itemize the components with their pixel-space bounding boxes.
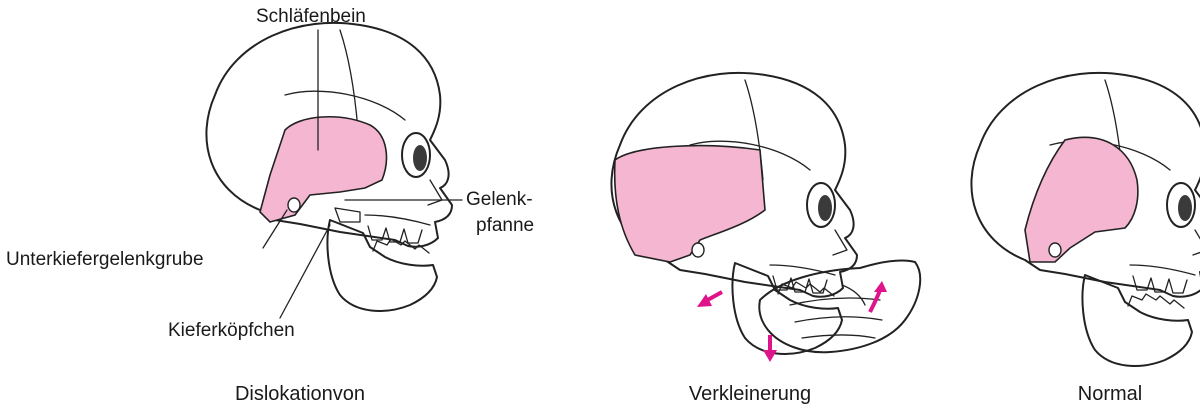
caption-reduction: Verkleinerung: [688, 383, 812, 405]
caption-normal: Normal: [1077, 383, 1143, 405]
label-condyle: Kieferköpfchen: [168, 320, 295, 341]
doctor-hand: [758, 259, 922, 354]
temporal-bone-region: [613, 144, 766, 263]
skull-reduction: [610, 71, 858, 355]
label-articular-socket-line1: Gelenk-: [466, 189, 533, 210]
temporal-bone-region: [1024, 136, 1139, 263]
arrow-up-curved: [868, 281, 887, 313]
caption-dislocation: Dislokationvon: [234, 383, 366, 405]
temporal-bone-region: [259, 116, 388, 223]
arrow-backward: [697, 290, 723, 307]
movement-arrows: [697, 281, 887, 362]
skull-normal: [970, 71, 1200, 367]
leader-lines: [262, 29, 463, 319]
arrow-down: [763, 335, 777, 362]
label-temporal-bone: Schläfenbein: [256, 6, 366, 27]
skull-dislocated: [205, 21, 453, 312]
label-articular-socket-line2: pfanne: [476, 215, 535, 236]
label-mandibular-fossa: Unterkiefergelenkgrube: [6, 249, 204, 270]
